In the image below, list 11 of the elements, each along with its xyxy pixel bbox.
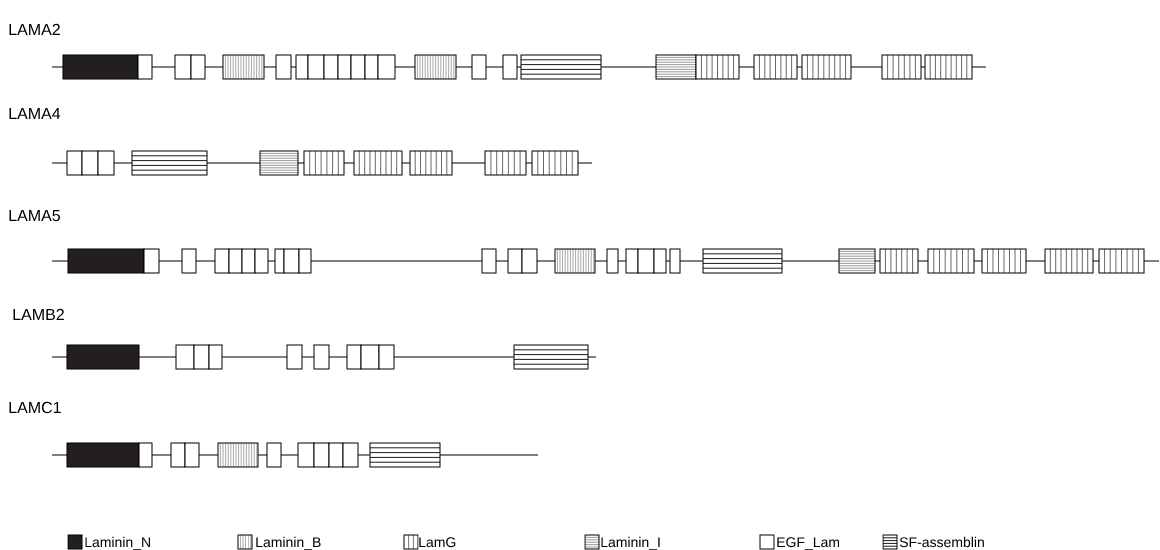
protein-name: LAMB2 (13, 308, 64, 320)
protein-name: LAMA2 (9, 23, 60, 35)
legend-label: Laminin_B (256, 536, 321, 550)
legend-label: EGF_Lam (777, 537, 840, 550)
legend-label: Laminin_N (85, 536, 150, 550)
legend-label: LamG (419, 537, 456, 548)
legend-label: SF-assemblin (899, 536, 984, 548)
protein-name: LAMC1 (9, 401, 61, 414)
protein-name: LAMA5 (9, 210, 60, 222)
legend-label: Laminin_I (601, 536, 660, 550)
protein-name: LAMA4 (9, 108, 61, 119)
